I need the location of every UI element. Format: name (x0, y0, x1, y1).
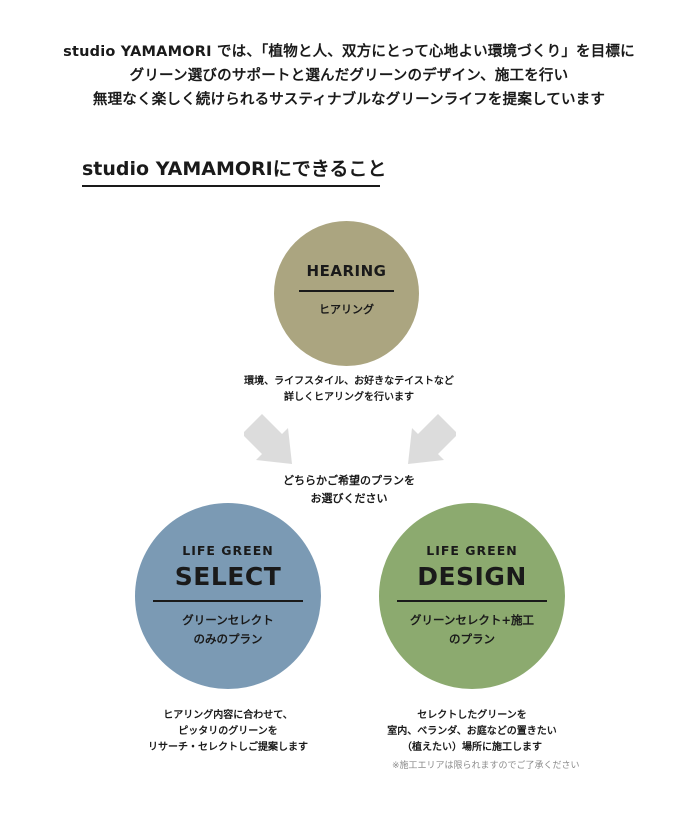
select-desc-line-2: ピッタリのグリーンを (178, 726, 278, 737)
choose-line-1: どちらかご希望のプランを (283, 474, 415, 487)
design-desc-line-3: （植えたい）場所に施工します (402, 742, 542, 753)
choose-line-2: お選びください (310, 492, 388, 505)
select-ja-line-1: グリーンセレクト (182, 613, 274, 627)
design-ja-line-2: のプラン (449, 632, 495, 646)
hearing-title-en: HEARING (306, 262, 387, 280)
arrow-down-right-icon (244, 414, 292, 464)
section-title-underline (82, 185, 380, 187)
design-label-large: DESIGN (417, 562, 527, 591)
arrow-down-left-icon (408, 414, 456, 464)
hearing-desc-line-1: 環境、ライフスタイル、お好きなテイストなど (244, 376, 454, 387)
choose-plan-text: どちらかご希望のプランを お選びください (249, 472, 449, 508)
select-plan-ja: グリーンセレクト のみのプラン (135, 611, 321, 649)
design-plan-ja: グリーンセレクト+施工 のプラン (379, 611, 565, 649)
design-desc-line-2: 室内、ベランダ、お庭などの置きたい (387, 726, 557, 737)
select-description: ヒアリング内容に合わせて、 ピッタリのグリーンを リサーチ・セレクトしご提案しま… (98, 708, 358, 756)
intro-line-2: グリーン選びのサポートと選んだグリーンのデザイン、施工を行い (129, 68, 569, 84)
hearing-circle: HEARING ヒアリング (274, 221, 419, 366)
select-label-small: LIFE GREEN (182, 543, 274, 558)
design-label-small: LIFE GREEN (426, 543, 518, 558)
select-desc-line-3: リサーチ・セレクトしご提案します (148, 742, 308, 753)
hearing-desc-line-2: 詳しくヒアリングを行います (284, 392, 414, 403)
intro-line-1: studio YAMAMORI では、「植物と人、双方にとって心地よい環境づくり… (63, 44, 635, 60)
select-label-large: SELECT (174, 562, 282, 591)
intro-text: studio YAMAMORI では、「植物と人、双方にとって心地よい環境づくり… (0, 40, 698, 112)
select-ja-line-2: のみのプラン (193, 632, 263, 646)
design-plan-circle: LIFE GREEN DESIGN グリーンセレクト+施工 のプラン (379, 503, 565, 689)
hearing-description: 環境、ライフスタイル、お好きなテイストなど 詳しくヒアリングを行います (199, 374, 499, 406)
section-title: studio YAMAMORIにできること (82, 158, 387, 180)
hearing-divider (299, 290, 394, 292)
hearing-title-ja: ヒアリング (319, 303, 374, 316)
design-ja-line-1: グリーンセレクト+施工 (409, 613, 535, 627)
select-plan-circle: LIFE GREEN SELECT グリーンセレクト のみのプラン (135, 503, 321, 689)
select-divider (153, 600, 303, 602)
design-divider (397, 600, 547, 602)
select-desc-line-1: ヒアリング内容に合わせて、 (163, 710, 293, 721)
design-description: セレクトしたグリーンを 室内、ベランダ、お庭などの置きたい （植えたい）場所に施… (342, 708, 602, 756)
design-desc-line-1: セレクトしたグリーンを (417, 710, 527, 721)
intro-line-3: 無理なく楽しく続けられるサスティナブルなグリーンライフを提案しています (92, 92, 606, 108)
design-area-note: ※施工エリアは限られますのでご了承ください (392, 761, 580, 771)
